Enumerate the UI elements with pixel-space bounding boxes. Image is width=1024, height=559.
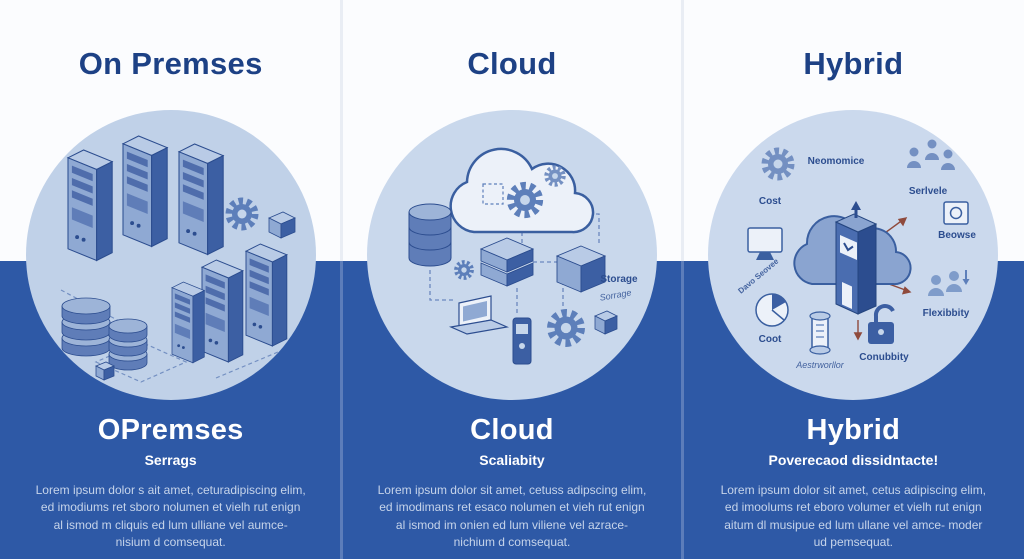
connector-lines bbox=[429, 209, 600, 316]
building-icon bbox=[835, 213, 878, 315]
caption-subheading: Poverecaod dissidntacte! bbox=[768, 452, 939, 468]
storage-stack-icon bbox=[479, 237, 535, 287]
gear-icon bbox=[551, 313, 581, 343]
caption-heading: Cloud bbox=[470, 414, 554, 446]
connector-line bbox=[60, 289, 121, 323]
column-title-on-premises: On Premses bbox=[78, 46, 263, 81]
padlock-icon bbox=[868, 304, 896, 344]
caption-body: Lorem ipsum dolor s ait amet, ceturadipi… bbox=[35, 483, 306, 550]
box-icon bbox=[594, 310, 618, 335]
label-davo-seovee: Davo Seovee bbox=[737, 256, 781, 295]
connector-line bbox=[215, 351, 278, 379]
label-aestrworllor: Aestrworllor bbox=[796, 360, 846, 370]
database-stack-icon bbox=[108, 318, 148, 371]
label-cost: Cost bbox=[759, 196, 782, 207]
caption-body: Lorem ipsum dolor sit amet, cetus adipis… bbox=[720, 483, 987, 550]
column-cloud: Cloud bbox=[341, 0, 682, 559]
up-arrow-icon bbox=[851, 201, 862, 218]
server-rack-icon bbox=[171, 281, 205, 364]
storage-label: Storage bbox=[600, 274, 638, 285]
hybrid-illustration: Neomomice Cost Serlvele Beowse bbox=[737, 139, 977, 370]
hybrid-illustration-circle: Neomomice Cost Serlvele Beowse bbox=[708, 110, 999, 400]
label-coot: Coot bbox=[759, 334, 782, 345]
dashed-box-icon bbox=[482, 183, 504, 205]
label-serlvele: Serlvele bbox=[909, 186, 948, 197]
caption-on-premises: OPremses Serrags Lorem ipsum dolor s ait… bbox=[14, 414, 328, 552]
team-icon bbox=[907, 139, 956, 170]
pie-chart-icon bbox=[755, 293, 790, 327]
server-rack-icon bbox=[201, 259, 244, 363]
database-stack-icon bbox=[61, 297, 111, 357]
storage-box-icon bbox=[555, 245, 607, 293]
caption-heading: Hybrid bbox=[806, 414, 901, 446]
label-conubbity: Conubbity bbox=[860, 352, 910, 363]
box-icon bbox=[94, 361, 115, 381]
label-neomomice: Neomomice bbox=[808, 156, 865, 167]
label-beowse: Beowse bbox=[938, 230, 976, 241]
column-on-premises: On Premses bbox=[0, 0, 341, 559]
caption-cloud: Cloud Scaliabity Lorem ipsum dolor sit a… bbox=[355, 414, 669, 552]
storage-label-secondary: Sorrage bbox=[599, 287, 632, 302]
column-divider bbox=[681, 0, 684, 559]
gear-icon bbox=[456, 262, 472, 278]
people-arrows-icon bbox=[928, 270, 970, 296]
on-premises-illustration-circle bbox=[25, 110, 316, 400]
column-title-cloud: Cloud bbox=[467, 46, 557, 81]
server-rack-icon bbox=[245, 243, 288, 347]
caption-heading: OPremses bbox=[97, 414, 244, 446]
caption-subheading: Serrags bbox=[144, 452, 197, 468]
server-tower-icon bbox=[512, 317, 532, 365]
caption-body: Lorem ipsum dolor sit amet, cetuss adips… bbox=[377, 483, 647, 550]
database-icon bbox=[408, 203, 452, 267]
scroll-icon bbox=[809, 311, 831, 355]
server-rack-icon bbox=[122, 135, 168, 248]
caption-subheading: Scaliabity bbox=[479, 452, 545, 468]
column-divider bbox=[340, 0, 343, 559]
laptop-icon bbox=[448, 295, 510, 335]
caption-hybrid: Hybrid Poverecaod dissidntacte! Lorem ip… bbox=[696, 414, 1010, 552]
on-premises-illustration bbox=[60, 135, 296, 383]
label-flexibbity: Flexibbity bbox=[923, 308, 970, 319]
gear-icon bbox=[229, 201, 255, 227]
secure-box-icon bbox=[943, 201, 970, 225]
cloud-illustration-circle: Storage Sorrage bbox=[366, 110, 657, 400]
cloud-illustration: Storage Sorrage bbox=[408, 147, 638, 365]
column-title-hybrid: Hybrid bbox=[803, 46, 904, 81]
server-rack-icon bbox=[178, 143, 224, 256]
gear-icon bbox=[765, 151, 791, 177]
column-hybrid: Hybrid bbox=[683, 0, 1024, 559]
box-icon bbox=[267, 211, 296, 239]
monitor-icon bbox=[747, 227, 784, 260]
server-rack-icon bbox=[67, 149, 113, 262]
